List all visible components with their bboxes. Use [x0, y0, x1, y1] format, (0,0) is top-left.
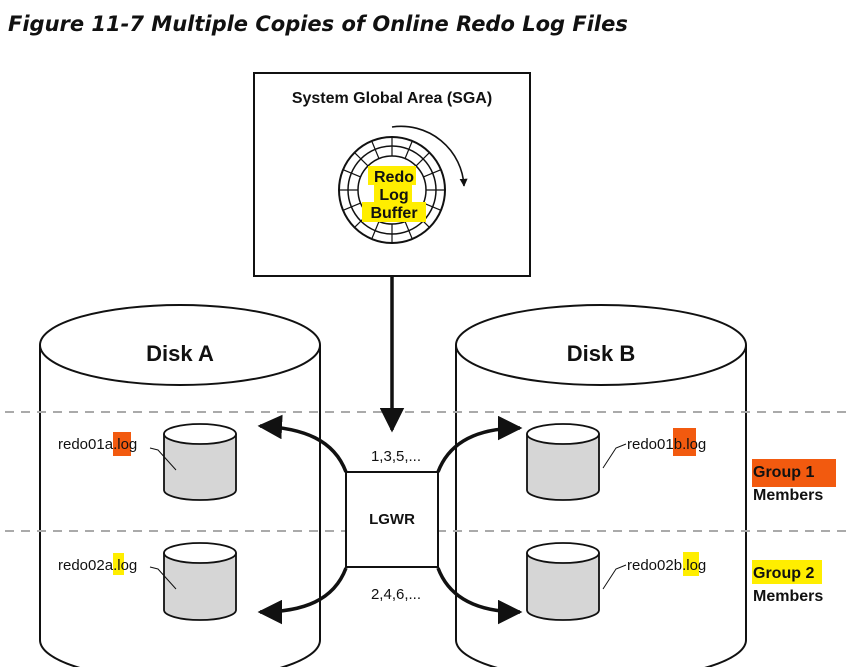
file-cylinder-redo01b: [526, 423, 600, 501]
highlight-group2: [752, 560, 822, 584]
disk-b-body: [455, 345, 747, 667]
figure-title: Figure 11-7 Multiple Copies of Online Re…: [8, 12, 628, 36]
group1-label-line2: Members: [753, 487, 823, 504]
disk-a-top: [39, 304, 321, 386]
arrow-lgwr-to-redo01b: [436, 415, 523, 473]
buffer-ring-segment: [423, 202, 442, 211]
buffer-label-line1: Redo: [374, 169, 414, 186]
lgwr-bottom-sequence: 2,4,6,...: [371, 586, 421, 603]
leader-redo01b: [602, 443, 627, 469]
buffer-ring-segment: [423, 169, 442, 178]
arrow-lgwr-to-redo02a: [257, 567, 348, 625]
leader-redo01a: [149, 447, 177, 471]
file-label-redo02b: redo02b.log: [627, 557, 706, 574]
lgwr-label: LGWR: [369, 511, 415, 528]
buffer-highlight-3: [362, 202, 426, 222]
buffer-ring-segment: [342, 169, 361, 178]
buffer-ring-segment: [371, 140, 380, 159]
disk-b-title: Disk B: [567, 341, 635, 366]
buffer-highlight-2: [374, 184, 412, 203]
highlight-redo01b: [673, 428, 696, 456]
disk-a-title: Disk A: [146, 341, 214, 366]
leader-redo02a: [149, 566, 177, 590]
highlight-redo02a: [113, 553, 124, 575]
buffer-highlight-1: [368, 166, 416, 185]
disk-a: Disk A: [39, 304, 321, 667]
group1-label-line1: Group 1: [753, 464, 814, 481]
arrow-lgwr-to-redo02b: [436, 567, 523, 625]
buffer-ring-segment: [404, 221, 413, 240]
highlight-group1: [752, 459, 836, 487]
leader-redo02b: [602, 564, 627, 590]
buffer-ring-segment: [342, 202, 361, 211]
buffer-label-line3: Buffer: [370, 205, 417, 222]
file-label-redo02a: redo02a.log: [58, 557, 137, 574]
arrow-lgwr-to-redo01a: [257, 414, 348, 473]
buffer-ring-segment: [354, 152, 369, 167]
disk-b: Disk B: [455, 304, 747, 667]
sga-title: System Global Area (SGA): [292, 90, 492, 107]
file-label-redo01b: redo01b.log: [627, 436, 706, 453]
redo-log-buffer: Redo Log Buffer: [338, 125, 468, 244]
group2-label-line1: Group 2: [753, 565, 814, 582]
file-cylinder-redo02b: [526, 542, 600, 621]
highlight-redo01a: [113, 432, 131, 456]
lgwr-top-sequence: 1,3,5,...: [371, 448, 421, 465]
lgwr-box: LGWR: [345, 471, 439, 568]
sga-box: System Global Area (SGA) Redo Log Buffer: [253, 72, 531, 277]
file-label-redo01a: redo01a.log: [58, 436, 137, 453]
buffer-rotation-arrow: [391, 125, 468, 187]
buffer-ring-segment: [404, 140, 413, 159]
disk-b-top: [455, 304, 747, 386]
group2-label-line2: Members: [753, 588, 823, 605]
buffer-ring-segment: [415, 152, 430, 167]
file-cylinder-redo02a: [163, 542, 237, 621]
disk-a-body: [39, 345, 321, 667]
highlight-redo02b: [683, 552, 699, 576]
buffer-label-line2: Log: [379, 187, 408, 204]
buffer-ring-segment: [371, 221, 380, 240]
file-cylinder-redo01a: [163, 423, 237, 501]
